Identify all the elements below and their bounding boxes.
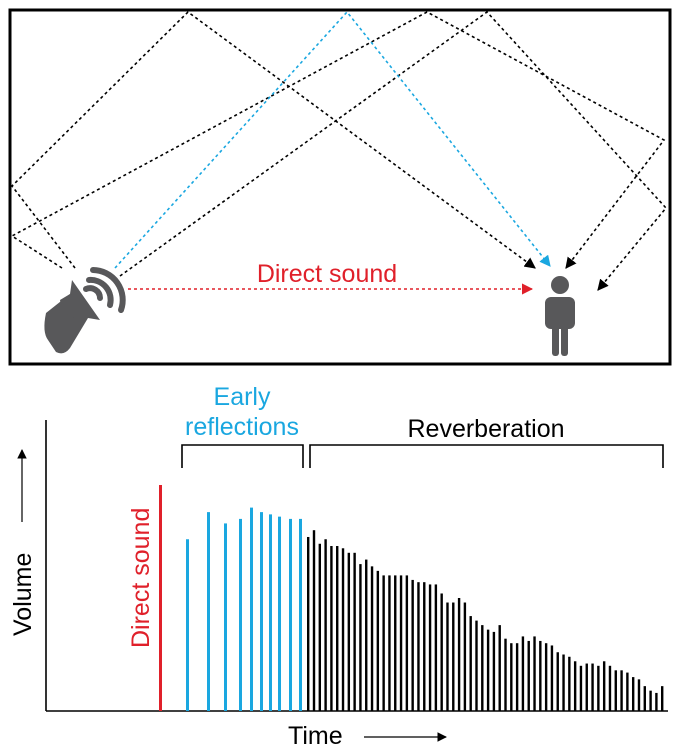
reverb-bar bbox=[614, 670, 617, 711]
early-reflection-bar bbox=[299, 518, 302, 711]
speaker-icon bbox=[44, 267, 126, 354]
reverb-bar bbox=[452, 602, 455, 711]
reverb-bar bbox=[469, 616, 472, 711]
reverb-bar bbox=[365, 559, 368, 711]
reverb-bar bbox=[510, 643, 513, 711]
reverb-bar bbox=[486, 629, 490, 711]
direct-sound-chart-label: Direct sound bbox=[127, 508, 155, 648]
reverb-bar bbox=[434, 584, 438, 711]
reverb-bar bbox=[544, 643, 548, 711]
reverb-bar bbox=[417, 582, 420, 711]
reverb-bar bbox=[649, 690, 652, 711]
early-reflections-label-line2: reflections bbox=[185, 413, 299, 441]
reverb-bar bbox=[423, 582, 426, 711]
reverb-bar bbox=[591, 663, 594, 711]
early-reflection-bar bbox=[289, 518, 292, 711]
reverb-bar bbox=[463, 602, 467, 711]
reverb-bar bbox=[446, 602, 449, 711]
early-reflection-bar bbox=[224, 523, 227, 711]
reverb-bar bbox=[318, 543, 322, 711]
reverb-bar bbox=[550, 645, 554, 711]
reverb-bar bbox=[655, 692, 658, 711]
reflection-path-1 bbox=[10, 10, 536, 269]
bars bbox=[159, 485, 664, 711]
reverb-bar bbox=[330, 546, 333, 711]
early-reflections-label-line1: Early bbox=[214, 383, 271, 411]
reverb-bar bbox=[341, 548, 345, 711]
reverb-bar bbox=[585, 663, 588, 711]
reverb-bar bbox=[533, 636, 536, 711]
reverb-bar bbox=[620, 670, 623, 711]
reverb-bar bbox=[428, 584, 432, 711]
room-frame bbox=[8, 8, 672, 366]
early-reflection-bar bbox=[207, 512, 210, 711]
early-reflection-bar bbox=[186, 539, 189, 711]
reverb-bar bbox=[539, 640, 542, 711]
direct-sound-label: Direct sound bbox=[257, 260, 397, 288]
reverb-bar bbox=[626, 672, 629, 711]
reverb-bar bbox=[597, 665, 600, 711]
reverb-bar bbox=[312, 530, 316, 711]
reverb-bar bbox=[382, 575, 385, 711]
reverb-bar bbox=[637, 679, 641, 711]
y-axis-label: Volume bbox=[9, 553, 37, 636]
reverb-bar bbox=[498, 625, 501, 711]
reverb-bar bbox=[562, 654, 565, 711]
person-icon bbox=[545, 276, 575, 356]
reverb-bar bbox=[481, 625, 484, 711]
reverb-bar bbox=[492, 631, 496, 711]
volume-chart: Volume Time Direct sound Early reflectio… bbox=[9, 383, 668, 750]
x-axis-label: Time bbox=[288, 722, 343, 750]
reverb-bar bbox=[608, 665, 612, 711]
reverb-bar bbox=[411, 579, 414, 711]
reverb-bar bbox=[399, 575, 403, 711]
reverb-bar bbox=[579, 665, 583, 711]
reverb-bar bbox=[602, 661, 606, 711]
reverb-bar bbox=[376, 570, 380, 711]
reverb-bar bbox=[353, 552, 356, 711]
early-reflection-bar bbox=[260, 512, 263, 711]
reverberation-label: Reverberation bbox=[407, 415, 564, 443]
reverb-bar bbox=[347, 552, 351, 711]
reflection-paths bbox=[10, 10, 668, 291]
early-reflection-bar bbox=[278, 516, 281, 711]
reverb-bar bbox=[573, 661, 577, 711]
reflection-path-2 bbox=[10, 11, 666, 269]
reverb-bar bbox=[631, 677, 635, 711]
reverb-bar bbox=[388, 575, 391, 711]
direct-sound-bar bbox=[159, 485, 162, 711]
reverb-bar bbox=[394, 575, 397, 711]
reverb-bar bbox=[307, 536, 310, 711]
reverb-bar bbox=[405, 575, 409, 711]
reverb-bar bbox=[556, 652, 559, 711]
reverb-bar bbox=[568, 656, 571, 711]
reverb-bar bbox=[440, 593, 443, 711]
reverb-bar bbox=[521, 636, 525, 711]
reverb-bar bbox=[475, 620, 478, 711]
early-reflections-bracket bbox=[181, 444, 304, 468]
early-reflection-bar bbox=[239, 518, 242, 711]
reverb-bar bbox=[527, 640, 530, 711]
reverb-bar bbox=[370, 566, 374, 711]
early-reflection-path bbox=[114, 10, 551, 269]
reverb-bar bbox=[515, 643, 519, 711]
early-reflection-bar bbox=[250, 507, 253, 711]
reverb-bar bbox=[324, 539, 327, 711]
reverb-bar bbox=[359, 564, 362, 711]
early-reflection-bar bbox=[269, 514, 272, 711]
reverberation-bracket bbox=[309, 444, 664, 468]
reverb-bar bbox=[661, 686, 664, 711]
reflection-path-3 bbox=[119, 10, 668, 291]
reverb-bar bbox=[336, 546, 339, 711]
reverb-bar bbox=[457, 598, 461, 711]
reverb-bar bbox=[643, 686, 646, 711]
reverb-bar bbox=[504, 638, 507, 711]
